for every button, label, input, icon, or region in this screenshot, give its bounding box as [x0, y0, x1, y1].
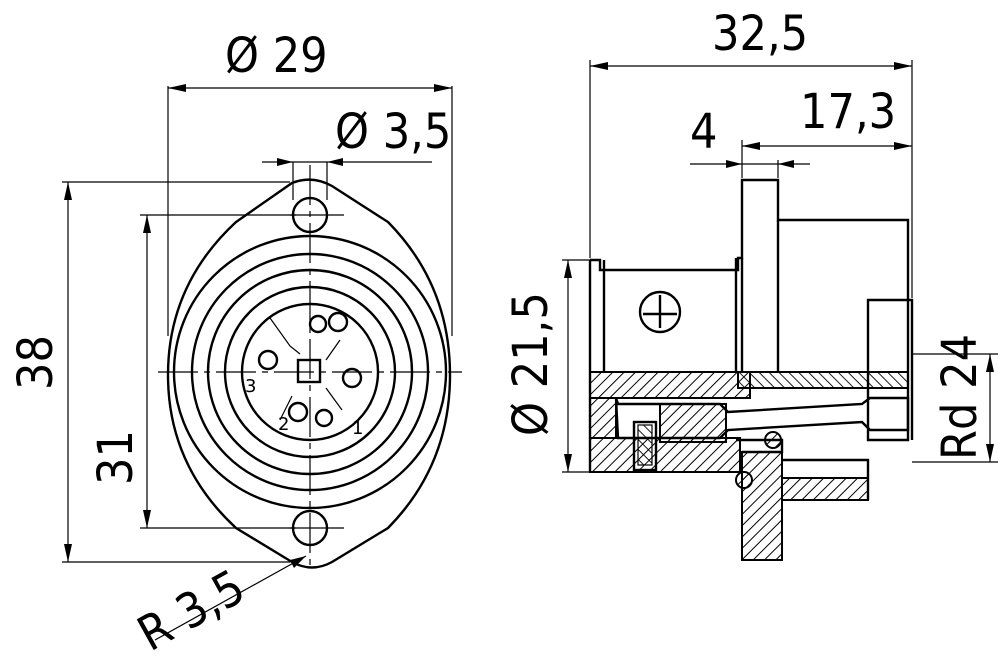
- section-front-wall: [589, 397, 617, 439]
- pin-label-1: 1: [352, 418, 363, 439]
- pin-label-3: 3: [245, 376, 256, 397]
- dim-label-length-4: 4: [690, 104, 717, 160]
- pin-socket-hatch: [637, 424, 653, 466]
- contact-1: [327, 311, 349, 333]
- section-bottom-wall: [589, 437, 741, 473]
- section-top-wall: [589, 371, 751, 399]
- seal-outline: [736, 438, 870, 500]
- contact-3: [257, 349, 279, 371]
- contact-center: [296, 358, 322, 384]
- dim-label-radius-3-5: R 3,5: [129, 559, 254, 662]
- contact-bottom: [314, 408, 334, 428]
- flange-outline: [166, 178, 452, 569]
- dim-label-diameter-3-5: Ø 3,5: [335, 104, 451, 160]
- contact-top: [308, 314, 328, 334]
- side-view: 32,5 17,3 4 Ø 21,5 Rd 24: [503, 6, 998, 561]
- dim-label-thread-rd24: Rd 24: [932, 334, 988, 460]
- dim-label-length-17-3: 17,3: [800, 84, 896, 140]
- section-rear-top: [737, 371, 909, 389]
- section-flange: [741, 451, 783, 561]
- dim-label-length-32-5: 32,5: [712, 6, 808, 62]
- contact-right: [341, 367, 363, 389]
- leader-r35: [154, 555, 307, 641]
- side-body-outline: [590, 178, 914, 440]
- dim-label-height-31: 31: [88, 430, 144, 485]
- dim-label-diameter-29: Ø 29: [225, 28, 328, 84]
- front-view: 1 2 3 Ø 29 Ø 3,5 38 31 R 3,5: [8, 28, 462, 662]
- rear-nut: [866, 298, 910, 442]
- contact-2: [287, 401, 309, 423]
- pin-socket: [632, 420, 658, 472]
- section-contact-carrier: [659, 403, 727, 443]
- dim-label-height-38: 38: [8, 335, 64, 390]
- pin-label-2: 2: [278, 414, 289, 435]
- screw-head: [638, 290, 682, 334]
- dim-label-diameter-21-5: Ø 21,5: [503, 292, 559, 436]
- section-rear-bottom: [781, 477, 869, 501]
- o-ring-bottom: [735, 471, 753, 489]
- insert-key: [269, 317, 343, 421]
